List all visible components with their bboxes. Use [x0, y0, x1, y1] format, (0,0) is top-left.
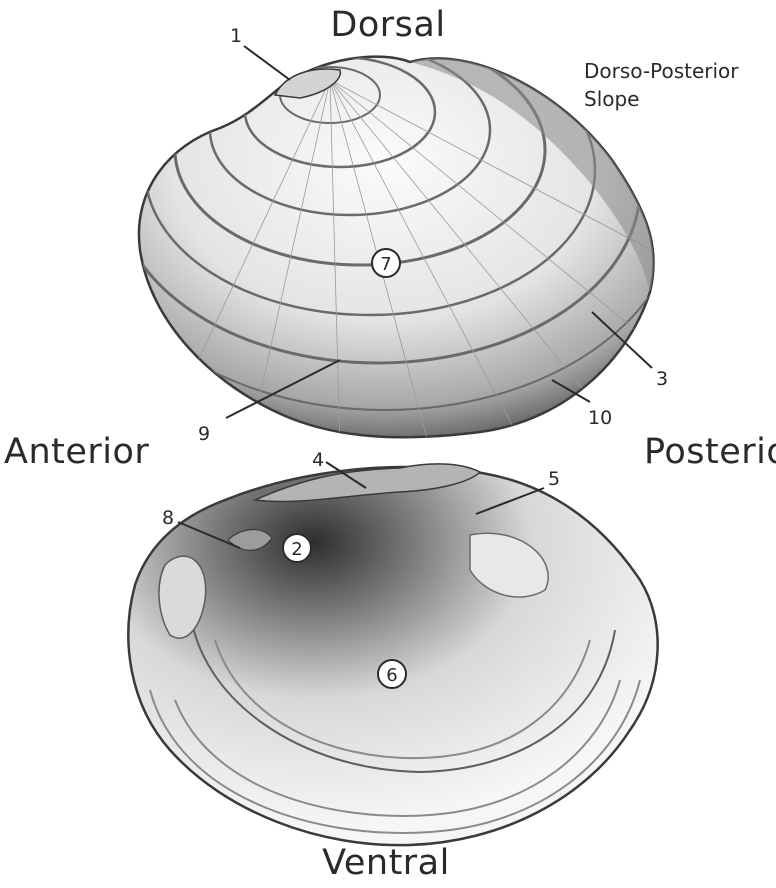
callout-3: 3: [656, 368, 668, 390]
callout-5: 5: [548, 468, 560, 490]
callout-4: 4: [312, 449, 324, 471]
callout-8: 8: [162, 507, 174, 529]
label-ventral: Ventral: [322, 843, 450, 883]
callout-10: 10: [588, 407, 612, 429]
callout-9: 9: [198, 423, 210, 445]
exterior-shell-outline: [139, 57, 654, 438]
circled-callout-7: 7: [372, 249, 400, 277]
shell-interior-view: [128, 464, 657, 845]
circled-callout-6: 6: [378, 660, 406, 688]
callout-6: 6: [386, 665, 397, 686]
interior-shell-outline: [128, 467, 657, 845]
leader-1: [244, 46, 290, 80]
label-dorso-posterior: Dorso-Posterior: [584, 59, 739, 83]
label-slope: Slope: [584, 87, 640, 111]
label-anterior: Anterior: [4, 432, 149, 472]
label-dorsal: Dorsal: [330, 5, 445, 45]
callout-1: 1: [230, 25, 242, 47]
callout-7: 7: [380, 254, 391, 275]
label-posterior: Posterior: [644, 432, 776, 472]
callout-2: 2: [291, 539, 302, 560]
circled-callout-2: 2: [283, 534, 311, 562]
